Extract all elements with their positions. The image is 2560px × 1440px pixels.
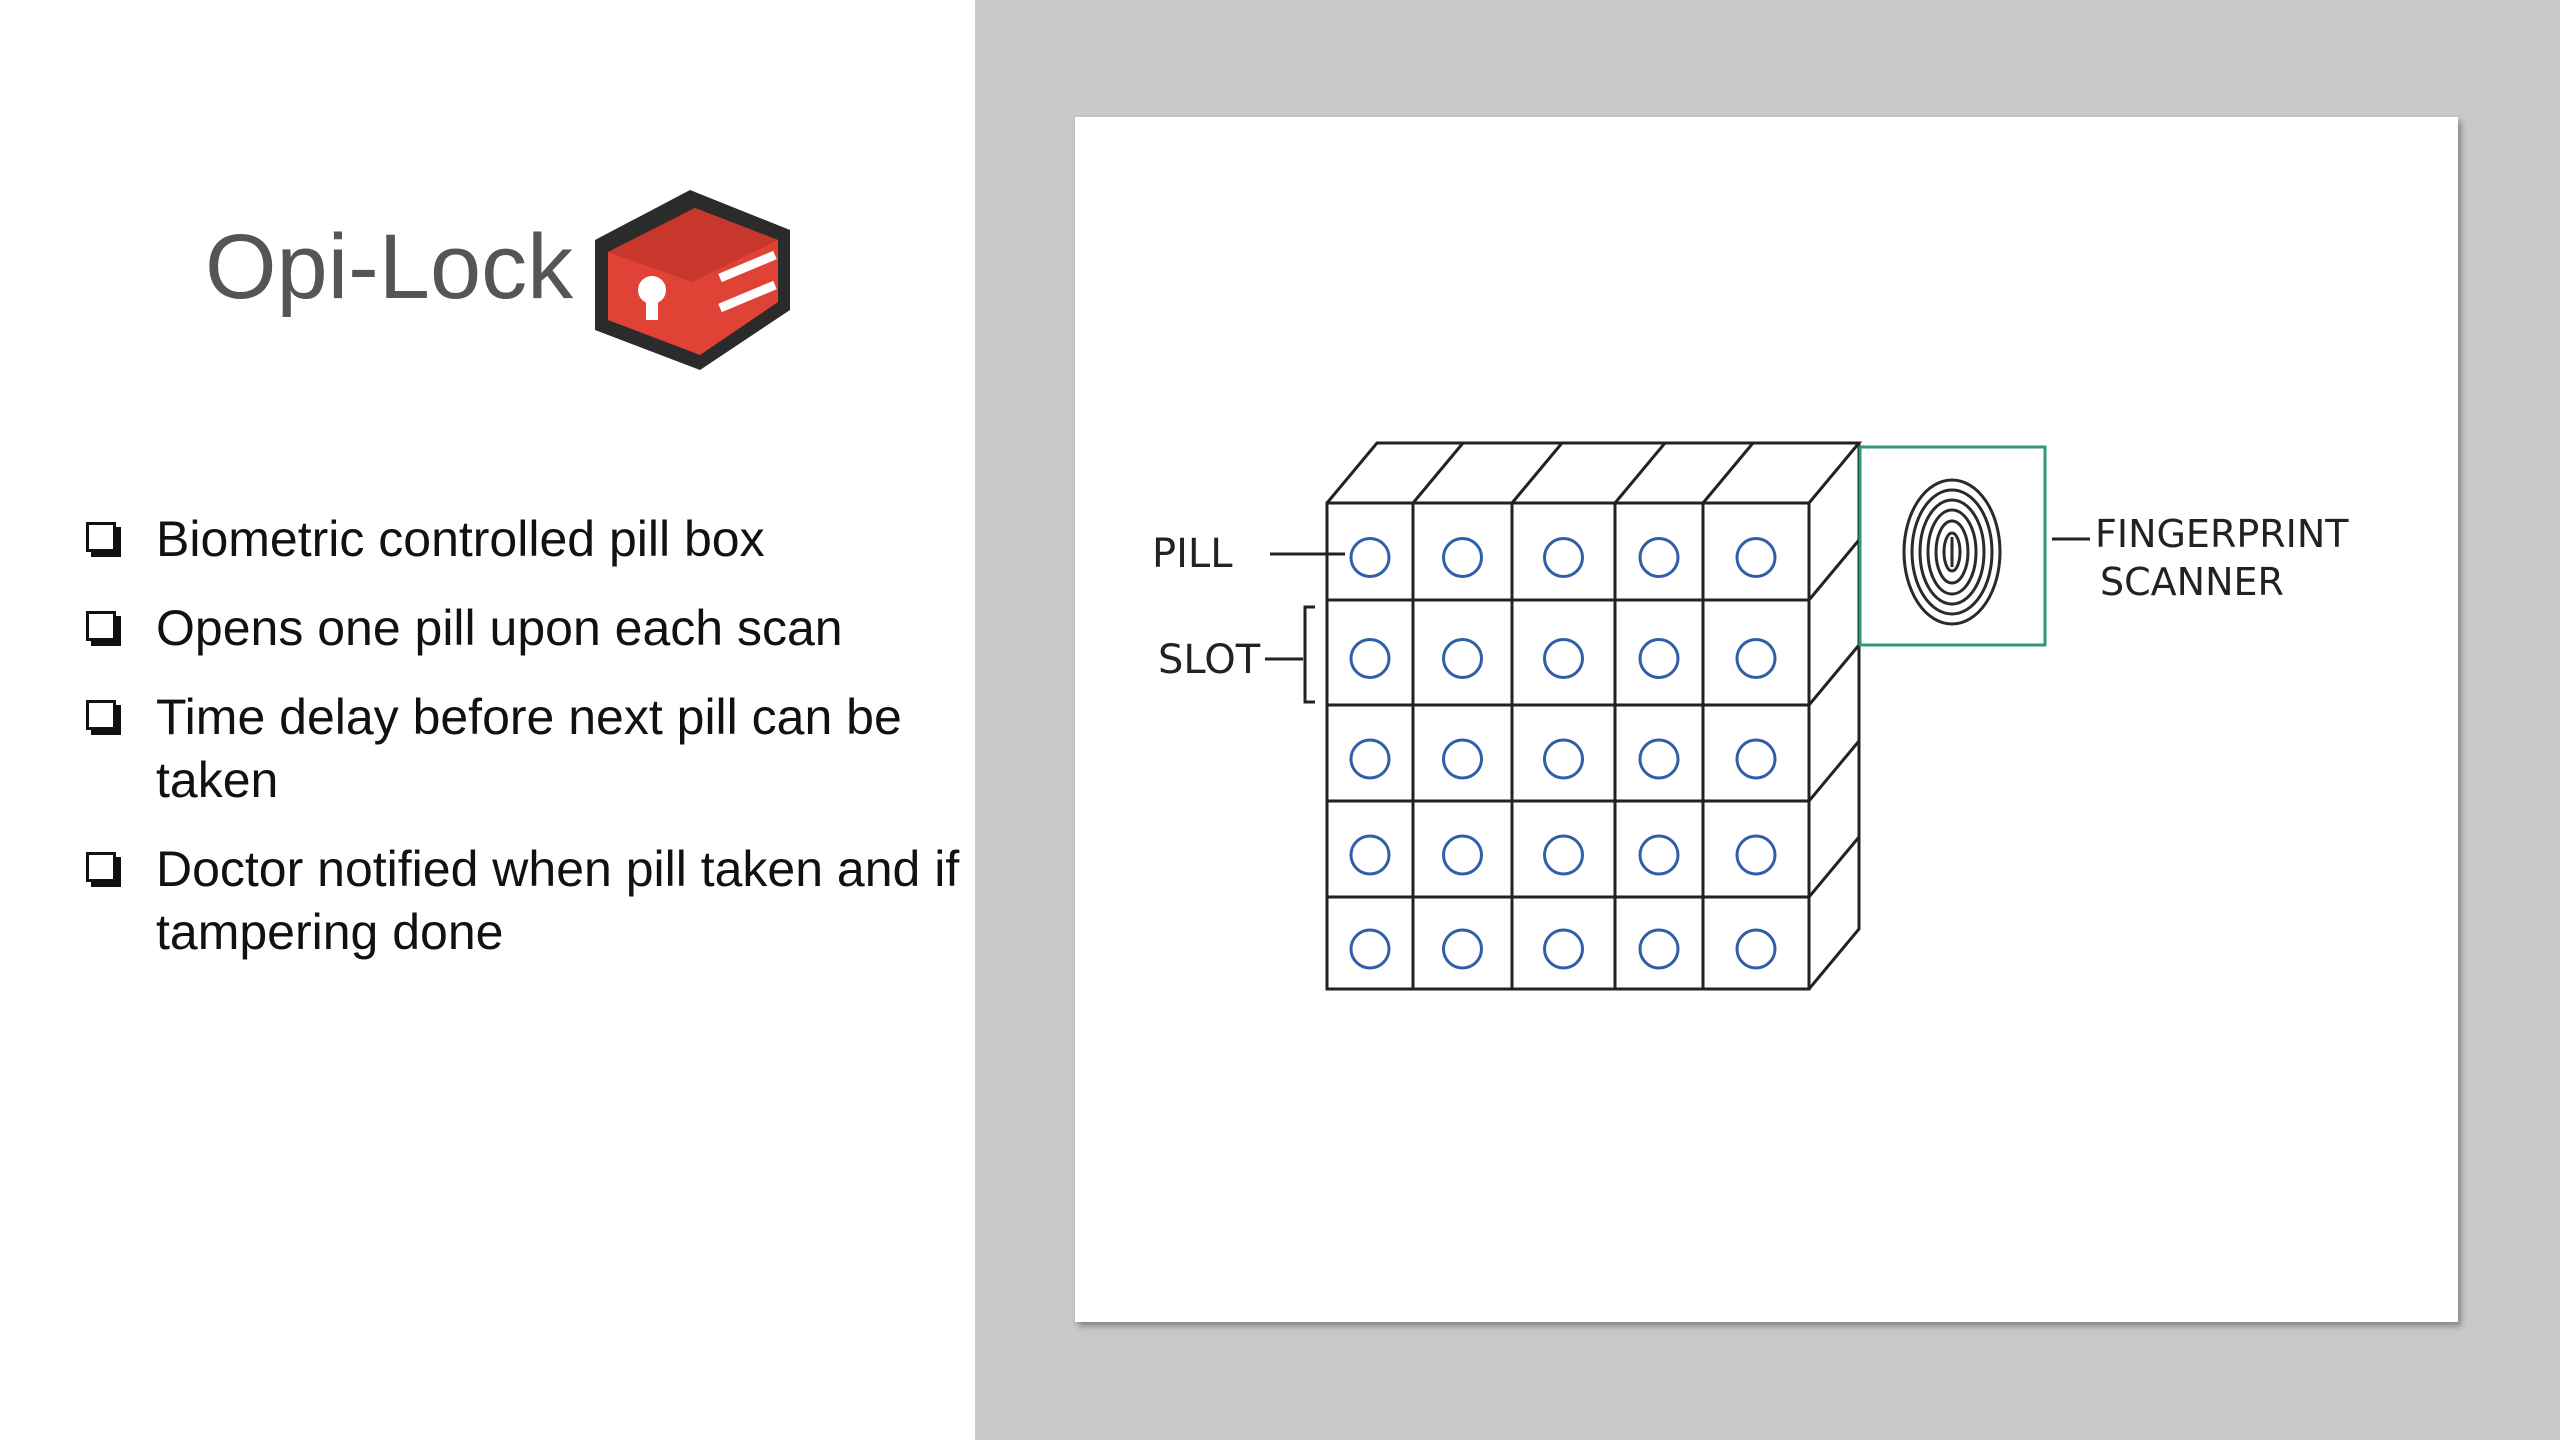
pill-circle [1735, 537, 1777, 578]
top-divider-line [1411, 442, 1465, 504]
pill-box-diagram: PILL SLOT FINGERPRINT SCANNER [1152, 441, 2349, 991]
feature-text: Doctor notified when pill taken and if t… [156, 841, 960, 960]
slot-label: SLOT [1158, 605, 1315, 704]
pill-circle [1543, 834, 1584, 876]
top-divider-line [1510, 442, 1564, 504]
pill-circle [1735, 738, 1777, 780]
pill-circle [1638, 834, 1680, 876]
pill-circle [1638, 638, 1680, 679]
feature-text: Time delay before next pill can be taken [156, 689, 902, 808]
pill-circle [1442, 638, 1483, 679]
svg-text:PILL: PILL [1152, 531, 1233, 577]
scanner-frame [1858, 445, 2047, 647]
checkbox-icon [86, 522, 116, 552]
opi-lock-logo: Opi-Lock [205, 190, 790, 370]
side-divider-line [1807, 644, 1861, 706]
checkbox-icon [86, 611, 116, 641]
pill-label: PILL [1152, 531, 1345, 577]
pill-box-sketch: PILL SLOT FINGERPRINT SCANNER [1075, 117, 2458, 1322]
pill-circle [1349, 834, 1391, 876]
pill-circle [1735, 834, 1777, 876]
feature-item: Doctor notified when pill taken and if t… [86, 838, 966, 964]
pill-circle [1349, 738, 1391, 780]
side-divider-line [1807, 740, 1861, 802]
feature-item: Biometric controlled pill box [86, 508, 966, 571]
top-divider-line [1701, 442, 1755, 504]
checkbox-icon [86, 700, 116, 730]
box-side-face [1807, 443, 1861, 990]
pill-circle [1543, 738, 1584, 780]
pill-circle [1442, 834, 1483, 876]
svg-text:FINGERPRINT: FINGERPRINT [2095, 512, 2349, 556]
pill-circle [1735, 928, 1777, 970]
feature-item: Opens one pill upon each scan [86, 597, 966, 660]
pill-circle [1543, 638, 1584, 679]
top-divider-line [1613, 442, 1667, 504]
svg-text:SLOT: SLOT [1158, 637, 1261, 683]
pill-circle [1735, 638, 1777, 679]
pill-circle [1638, 537, 1680, 578]
pill-circle [1638, 928, 1680, 970]
box-front-face [1325, 501, 1811, 991]
pill-circle [1442, 537, 1483, 578]
pill-circle [1638, 738, 1680, 780]
pill-circle [1543, 537, 1584, 578]
pill-circle [1442, 738, 1483, 780]
logo-text: Opi-Lock [205, 216, 574, 318]
feature-list: Biometric controlled pill box Opens one … [86, 508, 966, 990]
pill-circle [1349, 928, 1391, 970]
pill-circle [1442, 928, 1483, 970]
feature-text: Opens one pill upon each scan [156, 600, 843, 656]
feature-item: Time delay before next pill can be taken [86, 686, 966, 812]
pill-circle [1349, 638, 1391, 679]
fingerprint-scanner [1858, 445, 2047, 647]
feature-text: Biometric controlled pill box [156, 511, 765, 567]
text-panel: Opi-Lock Biometric controlled pill box O… [0, 0, 975, 1440]
checkbox-icon [86, 852, 116, 882]
scanner-label: FINGERPRINT SCANNER [2052, 512, 2349, 604]
pill-circle [1349, 537, 1391, 578]
box-top-face [1325, 441, 1863, 504]
side-divider-line [1807, 836, 1861, 898]
fingerprint-icon [1902, 478, 2002, 626]
pill-circle [1543, 928, 1584, 970]
side-divider-line [1807, 539, 1861, 601]
svg-text:SCANNER: SCANNER [2100, 560, 2284, 604]
red-lock-cube-icon [595, 190, 790, 370]
pill-box-grid [1325, 441, 1863, 991]
